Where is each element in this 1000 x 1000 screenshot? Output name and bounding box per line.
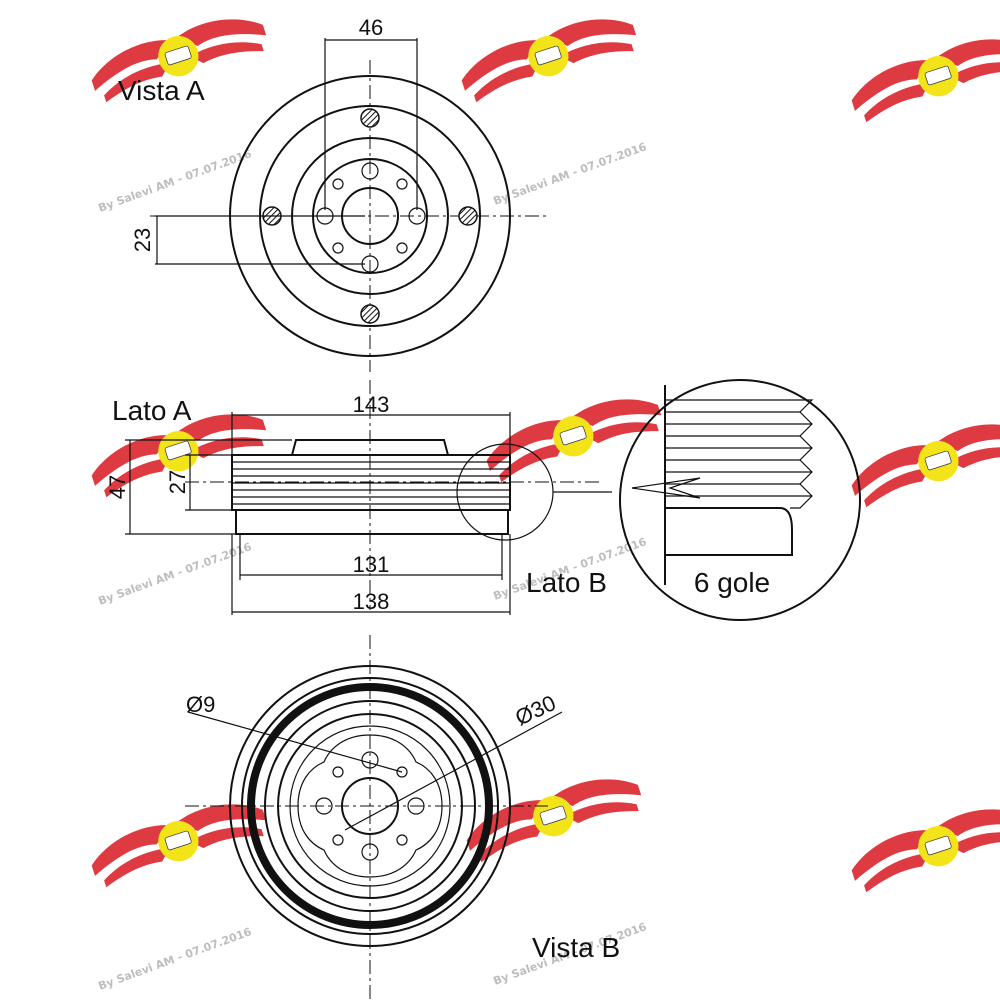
dim-138: 138 [353,589,390,614]
autofit-logo [845,26,1000,125]
vista-a-label: Vista A [118,75,205,106]
lato-a-label: Lato A [112,395,192,426]
vista-a-view: 46 23 Vista A [118,15,548,372]
detail-groove-lines [665,411,812,497]
watermark-text: By Salevi AM - 07.07.2016 [97,925,254,993]
lato-b-label: Lato B [526,567,607,598]
dim-131: 131 [353,552,390,577]
autofit-logo [455,6,642,105]
watermark-text: By Salevi AM - 07.07.2016 [97,540,254,608]
dim-27: 27 [165,470,190,494]
hub-flange [297,734,443,878]
pulley-grooves [232,461,510,505]
vista-b-label: Vista B [532,932,620,963]
watermark-text: By Salevi AM - 07.07.2016 [492,140,649,208]
dim-47: 47 [105,475,130,499]
dim-23: 23 [130,228,155,252]
groove-detail: 6 gole [619,379,861,621]
autofit-logo [845,411,1000,510]
dim-143: 143 [353,392,390,417]
dim-dia-30: Ø30 [511,690,559,730]
lato-a-view: 143 47 27 131 138 Lato A Lato B [105,380,612,615]
grooves-label: 6 gole [694,567,770,598]
dim-46: 46 [359,15,383,40]
dim-dia-9: Ø9 [186,692,215,717]
vista-b-view: Ø9 Ø30 Vista B [185,635,620,1000]
autofit-logo [845,796,1000,895]
watermark-layer: By Salevi AM - 07.07.2016 By Salevi AM -… [85,6,1000,993]
